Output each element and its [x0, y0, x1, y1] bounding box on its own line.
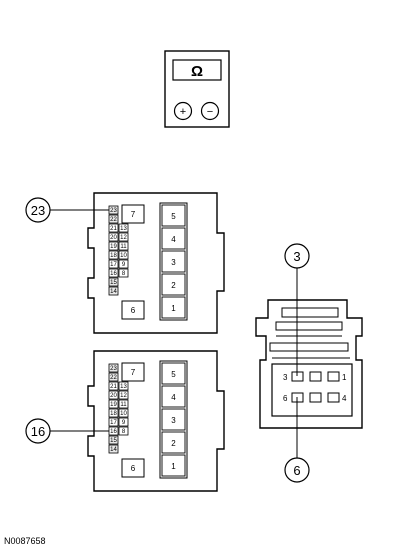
pin-label: 4: [171, 393, 176, 402]
ohm-symbol: Ω: [191, 63, 203, 80]
pin-label: 6: [131, 306, 136, 315]
pin-label: 14: [110, 447, 117, 453]
callout-6: [284, 457, 310, 483]
pin-label: 22: [110, 375, 117, 381]
pin-label: 1: [342, 373, 347, 382]
pin-label: 2: [171, 281, 176, 290]
pin-label: 20: [110, 393, 117, 399]
callout-3: [284, 243, 310, 269]
pin-label: 6: [131, 464, 136, 473]
pin-label: 3: [283, 373, 288, 382]
connector-housing: [87, 192, 225, 334]
pin-label: 2: [171, 439, 176, 448]
pin-label: 3: [171, 416, 176, 425]
figure-id: N0087658: [4, 536, 46, 546]
pin-label: 18: [110, 253, 117, 259]
pin-label: 5: [171, 370, 176, 379]
pin-label: 1: [171, 462, 176, 471]
pin-label: 23: [110, 208, 117, 214]
pin-label: 15: [110, 280, 117, 286]
pin-label: 8: [122, 429, 126, 435]
pin-label: 12: [120, 393, 127, 399]
pin-label: 12: [120, 235, 127, 241]
pin-label: 17: [110, 262, 117, 268]
pin-label: 9: [122, 262, 126, 268]
pin-label: 6: [283, 394, 288, 403]
pin-label: 22: [110, 217, 117, 223]
minus-terminal-icon: [200, 101, 220, 121]
pin-label: 21: [110, 384, 117, 390]
pin-label: 23: [110, 366, 117, 372]
plus-label: +: [180, 106, 186, 118]
pin-label: 13: [120, 384, 127, 390]
pin-label: 20: [110, 235, 117, 241]
pin-label: 3: [171, 258, 176, 267]
pin-label: 21: [110, 226, 117, 232]
pin-label: 8: [122, 271, 126, 277]
pin-label: 16: [110, 429, 117, 435]
pin-label: 9: [122, 420, 126, 426]
pin-label: 19: [110, 244, 117, 250]
pin-label: 19: [110, 402, 117, 408]
pin-label: 15: [110, 438, 117, 444]
pin-label: 1: [171, 304, 176, 313]
callout-label: 23: [31, 203, 45, 218]
multimeter-icon: Ω + −: [164, 50, 230, 128]
connector-housing: [87, 350, 225, 492]
pin-label: 4: [342, 394, 347, 403]
pin-label: 4: [171, 235, 176, 244]
pin-label: 7: [131, 210, 136, 219]
pin-label: 5: [171, 212, 176, 221]
pin-label: 13: [120, 226, 127, 232]
pin-label: 11: [120, 244, 127, 250]
callout-23: [25, 197, 51, 223]
side-connector: 3 1 6 4 3 6: [255, 243, 363, 483]
callout-label: 3: [293, 249, 300, 264]
pin-label: 7: [131, 368, 136, 377]
callout-label: 16: [31, 424, 45, 439]
pin-label: 17: [110, 420, 117, 426]
pin-label: 14: [110, 289, 117, 295]
pin-label: 10: [120, 253, 127, 259]
pin-label: 10: [120, 411, 127, 417]
callout-16: [25, 418, 51, 444]
plus-terminal-icon: [173, 101, 193, 121]
pin-label: 18: [110, 411, 117, 417]
pin-label: 11: [120, 402, 127, 408]
pin-label: 16: [110, 271, 117, 277]
minus-label: −: [207, 106, 213, 118]
callout-label: 6: [293, 463, 300, 478]
